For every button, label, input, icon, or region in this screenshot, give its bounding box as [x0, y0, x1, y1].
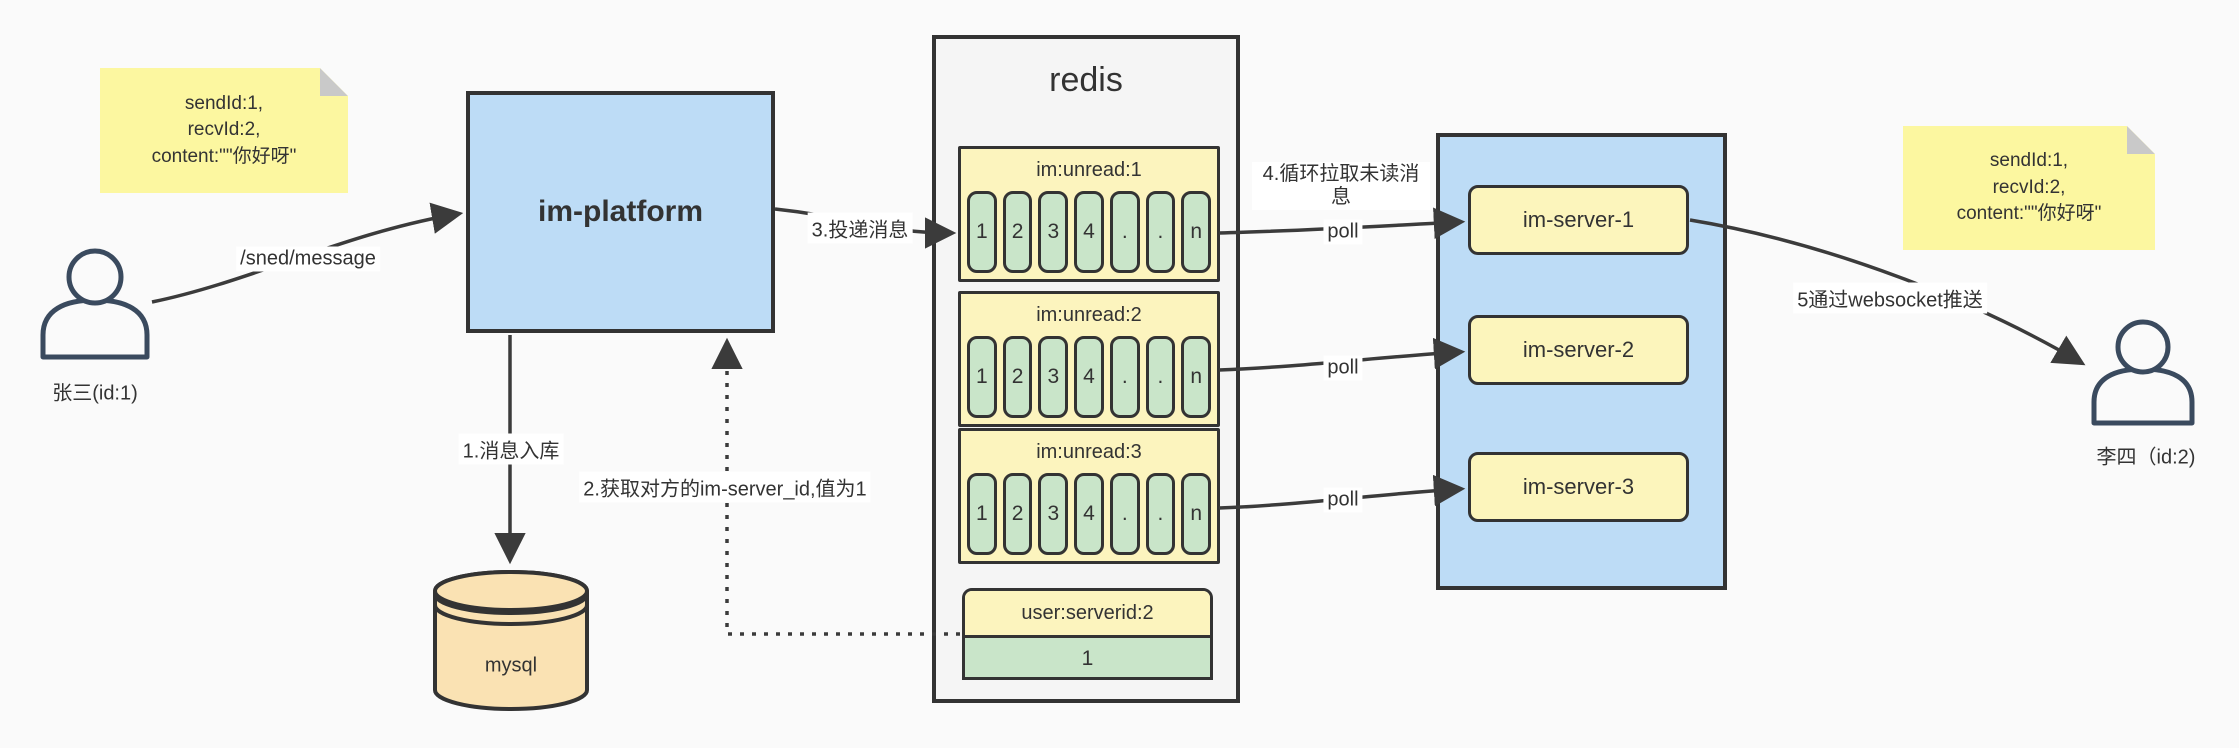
unread-cell: 4: [1074, 336, 1104, 418]
unread-cell: 1: [967, 336, 997, 418]
unread-cell: .: [1145, 336, 1176, 418]
note-line: recvId:2,: [187, 119, 261, 141]
unread-list-3: im:unread:3 1 2 3 4 . . n: [958, 428, 1220, 564]
mysql-cylinder-icon: [433, 570, 589, 711]
sender-label: 张三(id:1): [52, 382, 138, 405]
edge-label-poll-3: poll: [1323, 487, 1363, 513]
sticky-note-right: sendId:1, recvId:2, content:""你好呀": [1903, 126, 2155, 250]
edge-label-poll-2: poll: [1323, 355, 1363, 381]
im-platform-box: im-platform: [466, 91, 775, 333]
receiver-label: 李四（id:2): [2096, 446, 2196, 469]
unread-cell: .: [1145, 473, 1176, 555]
user-serverid-title: user:serverid:2: [965, 591, 1210, 638]
unread-cells: 1 2 3 4 . . n: [961, 191, 1217, 279]
unread-list-title: im:unread:1: [1036, 159, 1142, 181]
unread-list-title: im:unread:3: [1036, 441, 1142, 463]
unread-cell: .: [1109, 473, 1140, 555]
im-server-3-box: im-server-3: [1468, 452, 1689, 522]
note-line: content:""你好呀": [151, 145, 297, 167]
user-serverid-box: user:serverid:2 1: [962, 588, 1213, 680]
im-server-2-box: im-server-2: [1468, 315, 1689, 385]
unread-cell: 2: [1002, 191, 1033, 273]
sender-person-icon: [40, 248, 150, 360]
edge-label-poll-1: poll: [1323, 219, 1363, 245]
unread-cell: 3: [1038, 473, 1069, 555]
note-line: sendId:1,: [1989, 150, 2069, 172]
edge-label-deliver: 3.投递消息: [807, 212, 913, 244]
unread-list-1: im:unread:1 1 2 3 4 . . n: [958, 146, 1220, 282]
unread-cell: .: [1109, 191, 1140, 273]
edge-label-store: 1.消息入库: [458, 433, 564, 465]
im-platform-label: im-platform: [538, 195, 703, 228]
note-line: recvId:2,: [1992, 176, 2066, 198]
unread-list-2: im:unread:2 1 2 3 4 . . n: [958, 291, 1220, 427]
unread-cell: 2: [1002, 336, 1033, 418]
unread-cell: 3: [1038, 191, 1069, 273]
edge-label-websocket-push: 5通过websocket推送: [1793, 282, 1987, 314]
unread-cells: 1 2 3 4 . . n: [961, 336, 1217, 424]
unread-cell: .: [1109, 336, 1140, 418]
sticky-note-left: sendId:1, recvId:2, content:""你好呀": [100, 68, 348, 193]
user-serverid-value: 1: [965, 638, 1210, 677]
unread-cell: 1: [967, 473, 997, 555]
redis-title: redis: [1049, 61, 1123, 99]
note-line: content:""你好呀": [1956, 203, 2102, 225]
edge-label-send: /sned/message: [236, 246, 380, 272]
unread-list-title: im:unread:2: [1036, 304, 1142, 326]
unread-cell: 1: [967, 191, 997, 273]
unread-cell: .: [1145, 191, 1176, 273]
unread-cell: 4: [1074, 473, 1104, 555]
receiver-person-icon: [2091, 319, 2195, 426]
unread-cells: 1 2 3 4 . . n: [961, 473, 1217, 561]
unread-cell: n: [1181, 473, 1212, 555]
mysql-label: mysql: [484, 654, 538, 677]
edge-websocket-push: [1689, 218, 2086, 366]
unread-cell: n: [1181, 336, 1212, 418]
im-server-1-box: im-server-1: [1468, 185, 1689, 255]
edge-label-poll-loop: 4.循环拉取未读消息: [1252, 162, 1430, 210]
edge-label-get-server-id: 2.获取对方的im-server_id,值为1: [579, 471, 871, 503]
unread-cell: 3: [1038, 336, 1069, 418]
unread-cell: 4: [1074, 191, 1104, 273]
unread-cell: n: [1181, 191, 1212, 273]
note-line: sendId:1,: [184, 92, 264, 114]
unread-cell: 2: [1002, 473, 1033, 555]
